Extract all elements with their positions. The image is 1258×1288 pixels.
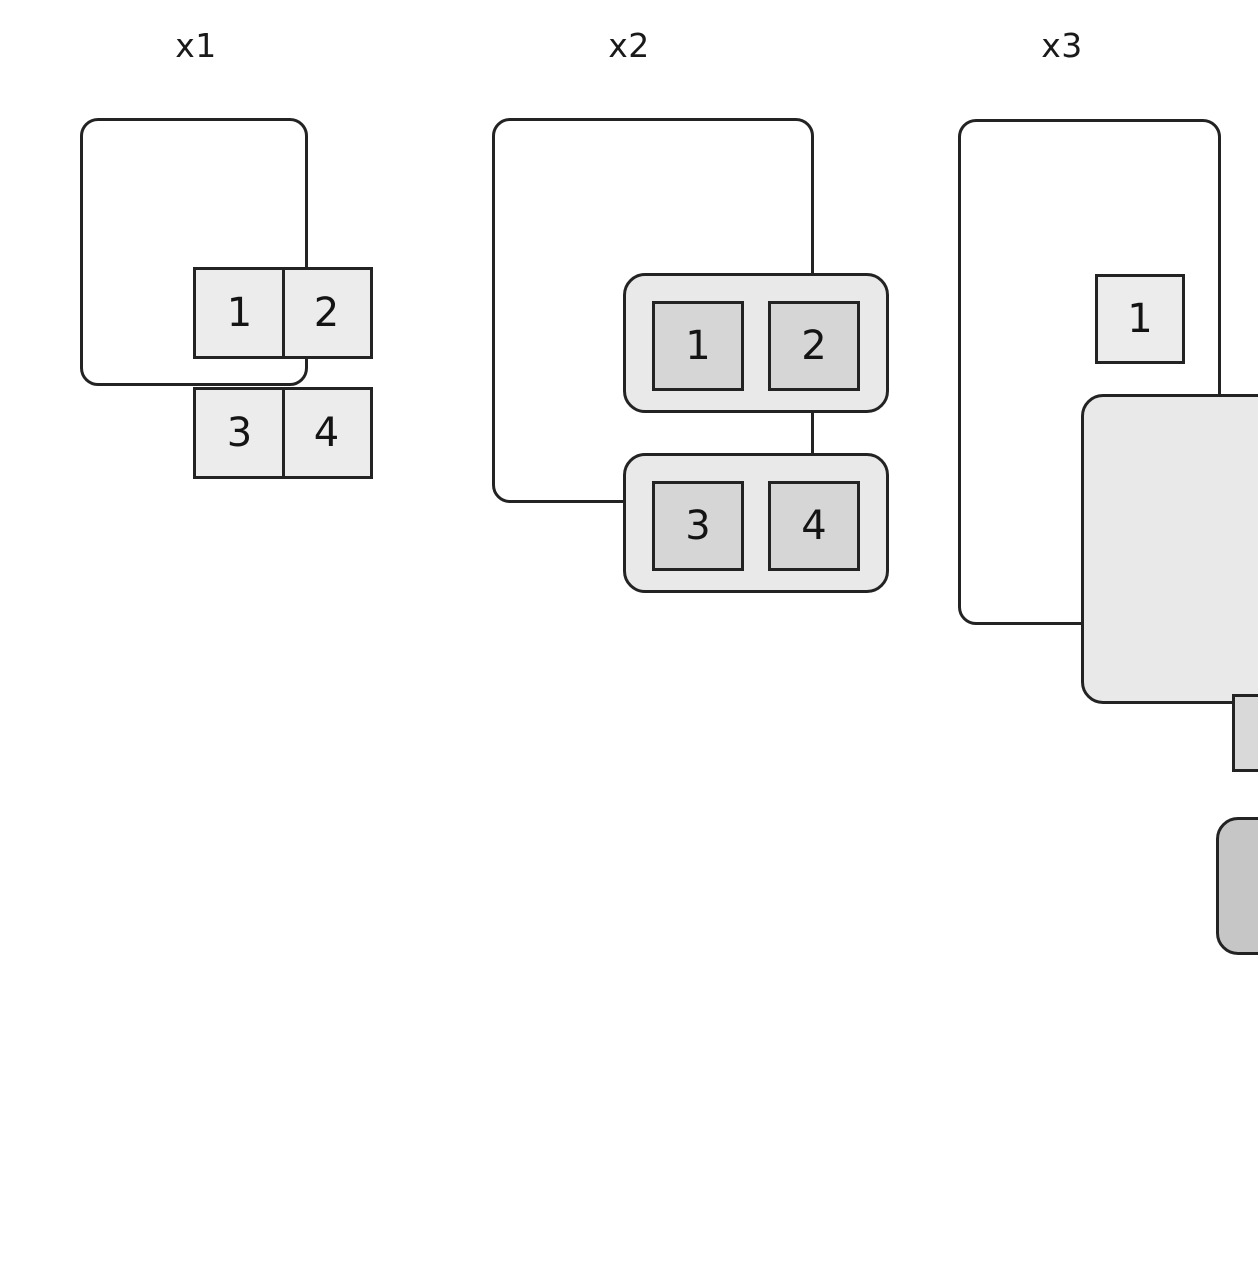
x3-nested-container-level-2: 3 — [1216, 817, 1258, 955]
panel-x3-label: x3 — [1041, 26, 1083, 65]
x1-cell-2: 2 — [313, 290, 340, 336]
x3-cell-2: 2 — [1232, 694, 1258, 772]
x2-row-container-2: 3 4 — [623, 453, 889, 593]
x3-nested-container-level-1: 2 3 — [1081, 394, 1258, 955]
x1-row-1: 1 2 — [193, 267, 373, 359]
x1-row-1-divider — [281, 270, 285, 356]
x2-cell-1: 1 — [652, 301, 744, 391]
panel-x2: x2 1 2 3 4 — [392, 0, 889, 644]
panel-x1: x1 1 2 3 4 — [0, 0, 392, 644]
x1-cell-4: 4 — [313, 410, 340, 456]
x1-cell-3: 3 — [226, 410, 253, 456]
panel-x2-label: x2 — [608, 26, 650, 65]
x2-cell-2: 2 — [768, 301, 860, 391]
x1-row-2: 3 4 — [193, 387, 373, 479]
panel-x1-label: x1 — [175, 26, 217, 65]
x3-outer-frame: 1 2 3 — [958, 119, 1258, 955]
x2-row-container-1: 1 2 — [623, 273, 889, 413]
panel-x3: x3 1 2 3 — [866, 0, 1258, 955]
x2-cell-4: 4 — [768, 481, 860, 571]
x2-cell-3: 3 — [652, 481, 744, 571]
x1-outer-frame: 1 2 3 4 — [80, 118, 373, 479]
x1-cell-1: 1 — [226, 290, 253, 336]
x1-row-2-divider — [281, 390, 285, 476]
x3-cell-1: 1 — [1095, 274, 1185, 364]
x2-outer-frame: 1 2 3 4 — [492, 118, 889, 593]
